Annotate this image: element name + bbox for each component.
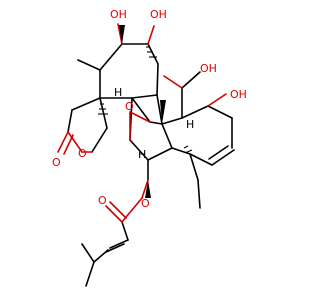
hydrogen-label: H bbox=[114, 86, 122, 99]
structure-drawing: OH OH OH OH O O O O O H H H bbox=[52, 8, 247, 287]
ring-oxygen-label: O bbox=[78, 147, 87, 160]
oxygen-bonds bbox=[57, 23, 227, 223]
carbonyl-oxygen-label: O bbox=[52, 156, 61, 169]
hydroxyl-label: OH bbox=[150, 8, 167, 21]
hydrogen-label: H bbox=[186, 118, 194, 131]
hydroxyl-label: OH bbox=[110, 8, 127, 21]
hydroxyl-label: OH bbox=[230, 88, 247, 101]
hydroxyl-label: OH bbox=[200, 62, 217, 75]
atom-labels: OH OH OH OH O O O O O H H H bbox=[52, 8, 247, 210]
ester-carbonyl-oxygen-label: O bbox=[98, 194, 107, 207]
carbon-bonds bbox=[67, 43, 235, 287]
stereo-bonds bbox=[98, 25, 193, 198]
molecule-diagram: OH OH OH OH O O O O O H H H bbox=[52, 8, 247, 287]
bridge-oxygen-label: O bbox=[125, 100, 134, 113]
hydrogen-label: H bbox=[138, 148, 146, 161]
ester-oxygen-label: O bbox=[141, 197, 150, 210]
